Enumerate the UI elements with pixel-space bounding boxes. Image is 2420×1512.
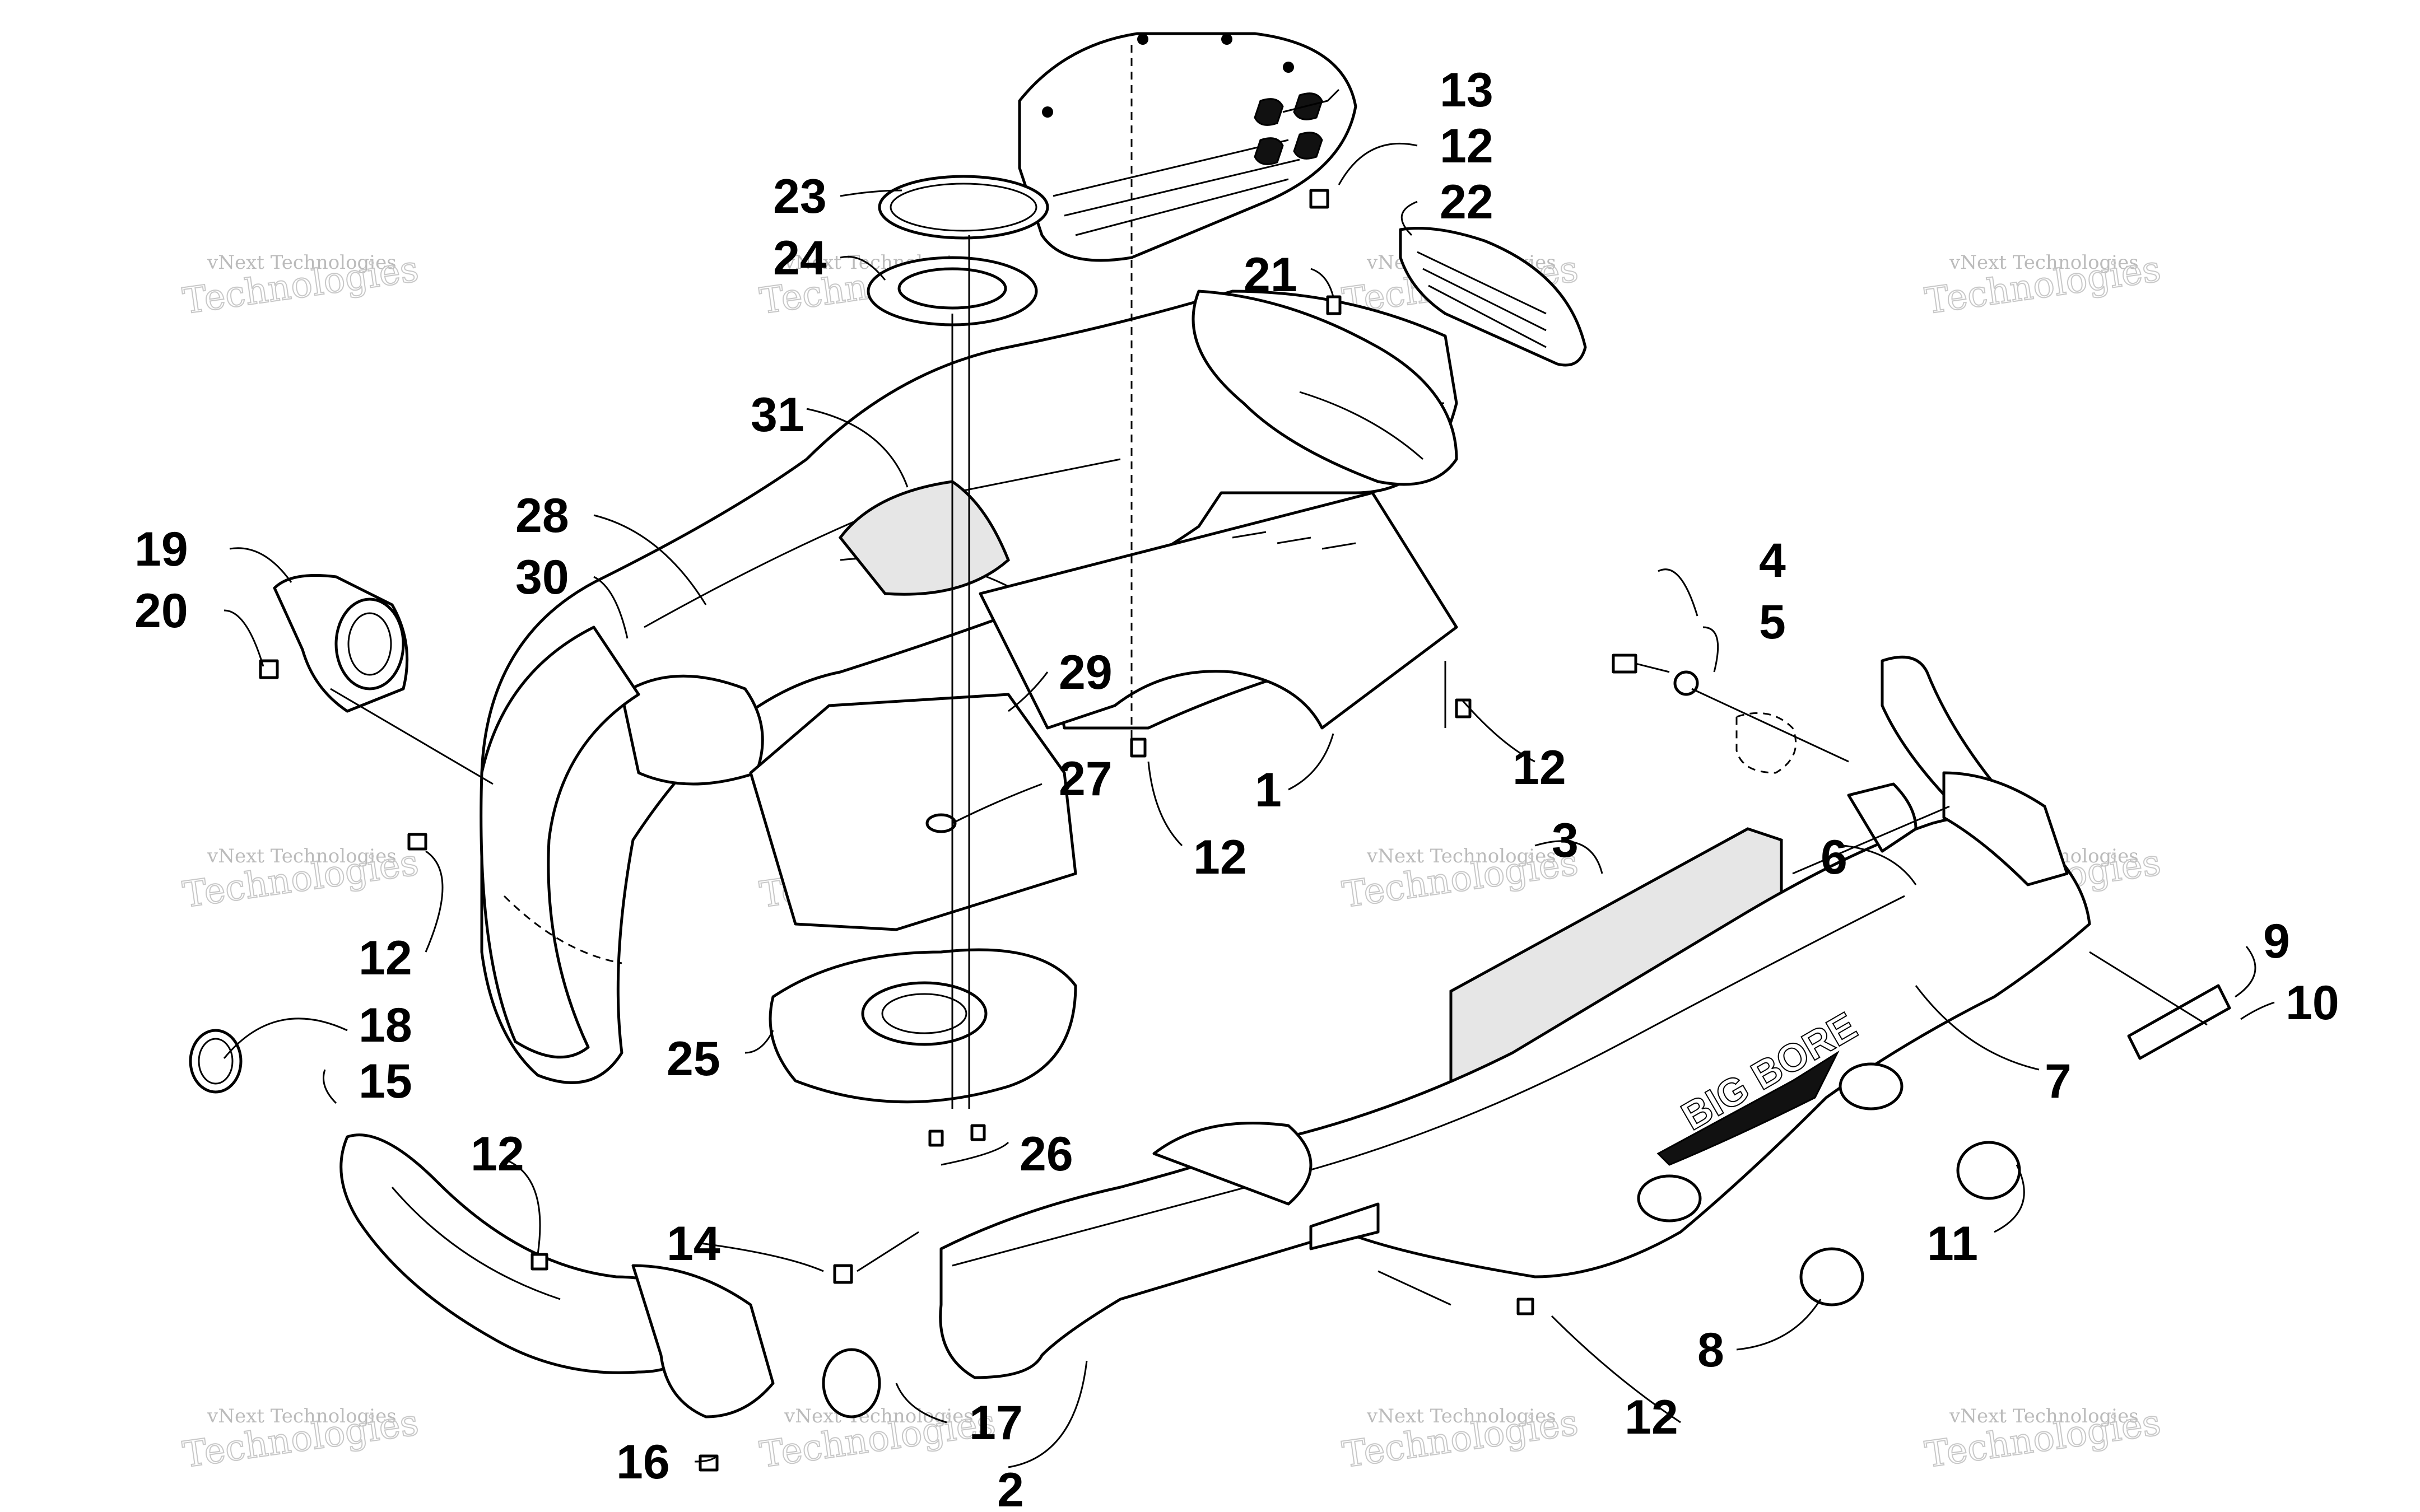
callout-12: 12 (1513, 741, 1566, 795)
callout-25: 25 (667, 1032, 720, 1086)
part-24-gasket (867, 256, 1038, 326)
part-11-cap (1956, 1141, 2021, 1200)
part-29-inner-tray (749, 693, 1077, 931)
callout-16: 16 (616, 1435, 670, 1489)
watermark: vNext Technologies Technologies (1922, 1402, 2164, 1477)
callout-17: 17 (969, 1396, 1023, 1450)
callout-7: 7 (2045, 1054, 2072, 1108)
watermark-line: vNext Technologies (1949, 1405, 2139, 1427)
callout-5: 5 (1759, 595, 1786, 649)
callout-14: 14 (667, 1217, 720, 1271)
callout-27: 27 (1059, 752, 1113, 806)
part-30-left-fender (480, 626, 640, 1059)
watermark-line: vNext Technologies (1366, 1405, 1556, 1427)
callout-2: 2 (997, 1463, 1024, 1512)
part-15-left-bumper (339, 1133, 775, 1418)
part-26-screws (928, 1124, 986, 1147)
callout-labels: 13 12 22 21 23 24 31 28 30 29 27 1 12 12… (134, 63, 2339, 1512)
callout-8: 8 (1697, 1323, 1724, 1377)
callout-23: 23 (773, 170, 827, 223)
watermark-line: vNext Technologies (1366, 845, 1556, 867)
callout-3: 3 (1552, 814, 1579, 867)
part-17-plate (822, 1348, 881, 1418)
callout-12: 12 (471, 1127, 524, 1181)
callout-4: 4 (1759, 534, 1786, 587)
callout-20: 20 (134, 584, 188, 638)
callout-30: 30 (515, 550, 569, 604)
part-insert (1735, 712, 1797, 774)
watermark-line: vNext Technologies (1949, 251, 2139, 274)
callout-12: 12 (359, 931, 412, 985)
callout-19: 19 (134, 522, 188, 576)
callout-11: 11 (1927, 1217, 1978, 1271)
callout-24: 24 (773, 231, 827, 285)
part-18-clip (189, 1029, 243, 1094)
part-9-reflector (2127, 984, 2231, 1060)
part-1-floor-panel (979, 491, 1458, 730)
callout-12: 12 (1440, 119, 1493, 173)
callout-21: 21 (1244, 248, 1297, 302)
assembly-lines (330, 45, 2208, 1306)
part-5-washer (1673, 670, 1699, 696)
fastener-screws (407, 189, 1534, 1315)
watermark: vNext Technologies Technologies (1922, 248, 2164, 323)
part-13-access-panel (1018, 32, 1357, 262)
part-16-screw (699, 1454, 719, 1472)
leader-lines (223, 88, 2275, 1468)
watermark-line: vNext Technologies (207, 1405, 397, 1427)
part-23-ring (878, 175, 1049, 240)
part-19-boot (273, 574, 409, 713)
part-6-decal (1792, 805, 1950, 875)
part-14-clip (833, 1264, 853, 1284)
watermark: vNext Technologies Technologies (1339, 842, 1581, 917)
watermark-line: vNext Technologies (207, 845, 397, 867)
watermark: vNext Technologies Technologies (180, 248, 422, 323)
part-4-bolt (1612, 654, 1670, 674)
watermark: vNext Technologies Technologies (1339, 1402, 1581, 1477)
callout-12: 12 (1625, 1390, 1678, 1444)
callout-9: 9 (2263, 914, 2290, 968)
callout-29: 29 (1059, 646, 1113, 699)
callout-6: 6 (1821, 830, 1847, 884)
part-22-vent-grille (1399, 227, 1587, 367)
callout-26: 26 (1020, 1127, 1073, 1181)
watermark-line: vNext Technologies (207, 251, 397, 274)
callout-1: 1 (1255, 763, 1282, 817)
callout-12: 12 (1193, 830, 1247, 884)
callout-18: 18 (359, 998, 412, 1052)
watermark: vNext Technologies Technologies (180, 1402, 422, 1477)
callout-15: 15 (359, 1054, 412, 1108)
watermark: vNext Technologies Technologies (757, 1402, 999, 1477)
part-25-lower-pan (769, 948, 1077, 1104)
part-8-cap (1799, 1247, 1864, 1306)
watermark: vNext Technologies Technologies (180, 842, 422, 917)
watermark-line: vNext Technologies (784, 1405, 974, 1427)
callout-22: 22 (1440, 175, 1493, 229)
callout-10: 10 (2286, 976, 2339, 1030)
callout-28: 28 (515, 489, 569, 543)
callout-31: 31 (751, 388, 804, 442)
part-panel-rear (1192, 290, 1458, 486)
callout-13: 13 (1440, 63, 1493, 117)
